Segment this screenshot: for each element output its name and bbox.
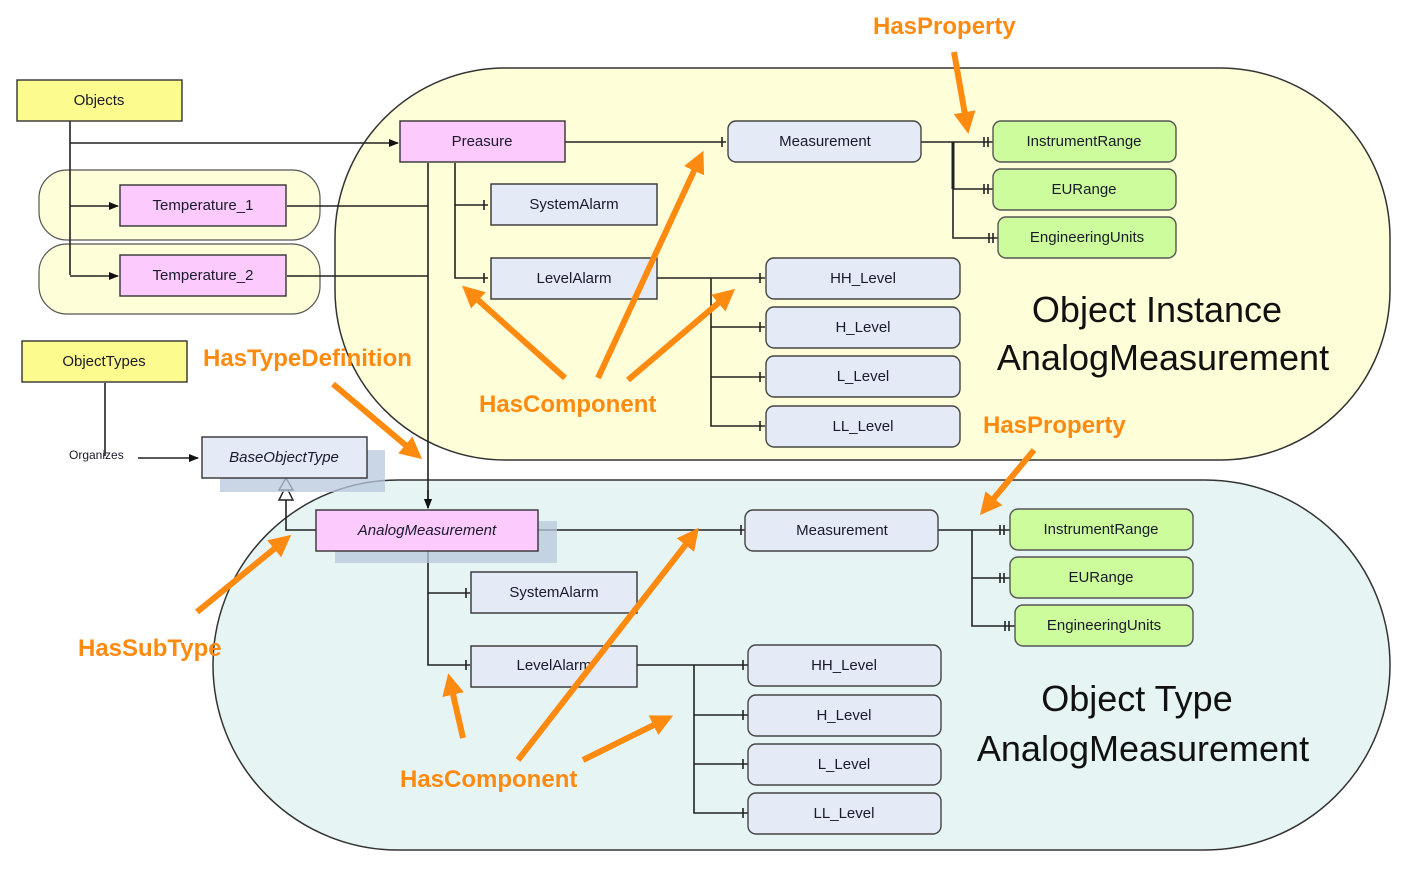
instance-levels: HH_Level H_Level L_Level LL_Level xyxy=(765,257,961,448)
has-component-type-arrow-1 xyxy=(442,673,466,739)
type-measurement-label: Measurement xyxy=(796,522,889,539)
has-type-definition-arrow xyxy=(331,381,423,460)
organizes-label: Organizes xyxy=(69,448,124,462)
type-title-line1: Object Type xyxy=(1041,678,1232,719)
annotation-arrows xyxy=(195,51,1037,763)
type-system-alarm[interactable]: SystemAlarm xyxy=(470,571,638,614)
temperature-1-object[interactable]: Temperature_1 xyxy=(119,184,287,227)
level-label: HH_Level xyxy=(811,657,877,674)
property-label: EngineeringUnits xyxy=(1047,617,1161,634)
type-measurement[interactable]: Measurement xyxy=(744,509,939,552)
level-label: HH_Level xyxy=(830,270,896,287)
instance-level-l[interactable]: L_Level xyxy=(765,355,961,398)
type-level-ll[interactable]: LL_Level xyxy=(747,792,942,835)
object-types-folder[interactable]: ObjectTypes xyxy=(21,340,188,383)
has-subtype-arrow xyxy=(195,534,292,615)
preasure-object[interactable]: Preasure xyxy=(399,120,566,163)
has-component-instance-arrow-1 xyxy=(462,285,568,381)
has-component-type-label: HasComponent xyxy=(400,766,577,793)
type-system-alarm-label: SystemAlarm xyxy=(509,584,598,601)
type-level-hh[interactable]: HH_Level xyxy=(747,644,942,687)
instance-measurement-label: Measurement xyxy=(779,133,872,150)
type-level-l[interactable]: L_Level xyxy=(747,743,942,786)
analog-measurement-type-label: AnalogMeasurement xyxy=(357,522,497,539)
instance-level-ll[interactable]: LL_Level xyxy=(765,405,961,448)
has-type-definition-label: HasTypeDefinition xyxy=(203,345,412,372)
has-subtype-label: HasSubType xyxy=(78,635,222,662)
base-object-type[interactable]: BaseObjectType xyxy=(201,436,368,479)
has-component-instance-arrow-3 xyxy=(626,288,736,383)
instance-system-alarm[interactable]: SystemAlarm xyxy=(490,183,658,226)
type-level-alarm-label: LevelAlarm xyxy=(516,657,591,674)
type-level-alarm[interactable]: LevelAlarm xyxy=(470,645,638,688)
has-component-instance-arrow-2 xyxy=(595,150,705,380)
type-title-line2: AnalogMeasurement xyxy=(977,728,1309,769)
analog-measurement-type[interactable]: AnalogMeasurement xyxy=(315,509,539,552)
instance-title-line2: AnalogMeasurement xyxy=(997,337,1329,378)
objects-folder[interactable]: Objects xyxy=(16,79,183,122)
type-property-engineering-units[interactable]: EngineeringUnits xyxy=(1014,604,1194,647)
instance-title-line1: Object Instance xyxy=(1032,289,1282,330)
level-label: L_Level xyxy=(818,756,871,773)
instance-measurement[interactable]: Measurement xyxy=(727,120,922,163)
level-label: L_Level xyxy=(837,368,890,385)
level-label: LL_Level xyxy=(814,805,875,822)
objects-folder-label: Objects xyxy=(74,92,125,109)
instance-level-hh[interactable]: HH_Level xyxy=(765,257,961,300)
instance-level-h[interactable]: H_Level xyxy=(765,306,961,349)
instance-property-instrument-range[interactable]: InstrumentRange xyxy=(992,120,1177,163)
type-properties: InstrumentRange EURange EngineeringUnits xyxy=(1009,508,1194,647)
instance-property-engineering-units[interactable]: EngineeringUnits xyxy=(997,216,1177,259)
base-object-type-label: BaseObjectType xyxy=(229,449,339,466)
has-component-type-arrow-2 xyxy=(515,527,699,762)
property-label: InstrumentRange xyxy=(1043,521,1158,538)
property-label: InstrumentRange xyxy=(1026,133,1141,150)
temperature-2-object[interactable]: Temperature_2 xyxy=(119,254,287,297)
temperature-1-label: Temperature_1 xyxy=(153,197,254,214)
property-label: EngineeringUnits xyxy=(1030,229,1144,246)
has-property-type-arrow xyxy=(979,448,1037,516)
property-label: EURange xyxy=(1051,181,1116,198)
instance-system-alarm-label: SystemAlarm xyxy=(529,196,618,213)
has-property-top-label: HasProperty xyxy=(873,13,1016,40)
has-component-instance-label: HasComponent xyxy=(479,391,656,418)
instance-connectors xyxy=(69,121,998,509)
object-types-folder-label: ObjectTypes xyxy=(62,353,145,370)
property-label: EURange xyxy=(1068,569,1133,586)
has-component-type-arrow-3 xyxy=(581,715,674,763)
has-property-top-arrow xyxy=(951,51,976,134)
type-property-instrument-range[interactable]: InstrumentRange xyxy=(1009,508,1194,551)
type-property-eu-range[interactable]: EURange xyxy=(1009,556,1194,599)
type-level-h[interactable]: H_Level xyxy=(747,694,942,737)
instance-property-eu-range[interactable]: EURange xyxy=(992,168,1177,211)
temperature-2-label: Temperature_2 xyxy=(153,267,254,284)
level-label: H_Level xyxy=(835,319,890,336)
preasure-label: Preasure xyxy=(452,133,513,150)
instance-level-alarm[interactable]: LevelAlarm xyxy=(490,257,658,300)
type-levels: HH_Level H_Level L_Level LL_Level xyxy=(747,644,942,835)
instance-properties: InstrumentRange EURange EngineeringUnits xyxy=(992,120,1177,259)
level-label: H_Level xyxy=(816,707,871,724)
level-label: LL_Level xyxy=(833,418,894,435)
instance-level-alarm-label: LevelAlarm xyxy=(536,270,611,287)
has-property-type-label: HasProperty xyxy=(983,412,1126,439)
